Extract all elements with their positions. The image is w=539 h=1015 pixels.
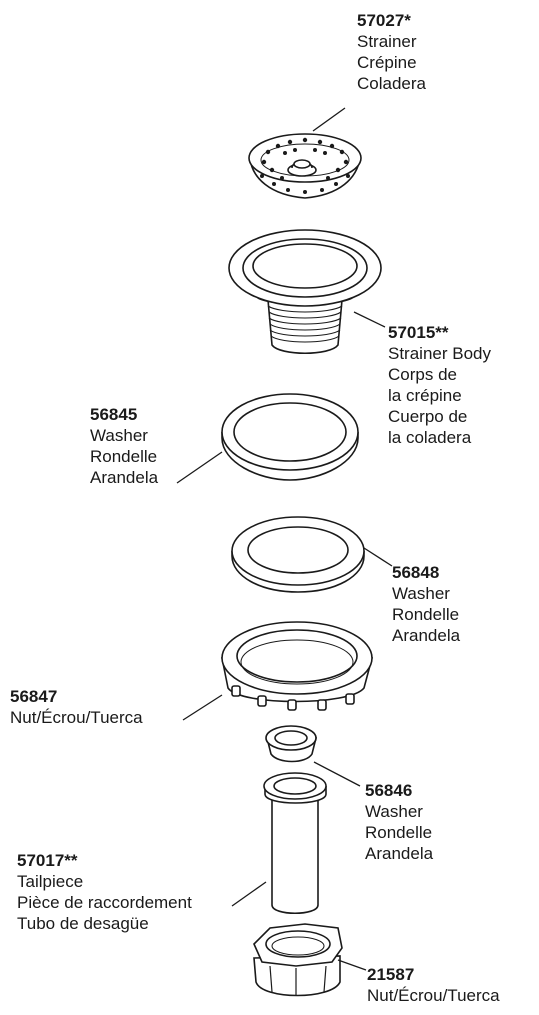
part-name-en: Strainer [357, 32, 417, 51]
strainer-body-illustration [228, 229, 382, 354]
part-name-en: Tailpiece [17, 872, 84, 891]
part-name-fr: Corps de [388, 365, 457, 384]
part-name-fr: Rondelle [392, 605, 460, 624]
washer-56845-illustration [221, 393, 359, 481]
part-name-es: Coladera [357, 74, 426, 93]
part-name-en: Strainer Body [388, 344, 491, 363]
leader-57027 [312, 107, 346, 132]
label-56845: 56845 Washer Rondelle Arandela [90, 404, 158, 488]
leader-56845 [176, 451, 223, 484]
part-number: 57015** [388, 323, 449, 342]
part-number: 21587 [367, 965, 415, 984]
leader-56846 [313, 761, 361, 787]
nut-56847-illustration [221, 621, 374, 711]
part-name-es: Cuerpo de [388, 407, 468, 426]
strainer-basket-illustration [248, 133, 362, 199]
leader-56847 [182, 694, 223, 721]
part-name-es: Tubo de desagüe [17, 914, 149, 933]
part-number: 56847 [10, 687, 58, 706]
part-name-es: la coladera [388, 428, 472, 447]
leader-57017 [231, 881, 267, 907]
label-56847: 56847 Nut/Écrou/Tuerca [10, 686, 143, 728]
label-57027: 57027* Strainer Crépine Coladera [357, 10, 426, 94]
part-name-fr: Pièce de raccordement [17, 893, 192, 912]
tailpiece-illustration [263, 772, 327, 914]
label-57015: 57015** Strainer Body Corps de la crépin… [388, 322, 491, 448]
part-name-es: Arandela [90, 468, 159, 487]
part-name-en: Washer [90, 426, 148, 445]
part-number: 56845 [90, 405, 138, 424]
part-name-fr: Rondelle [90, 447, 158, 466]
leader-21587 [337, 959, 367, 971]
part-name-multilang: Nut/Écrou/Tuerca [10, 708, 143, 727]
part-name-fr: Rondelle [365, 823, 433, 842]
part-name-es: Arandela [365, 844, 434, 863]
part-number: 57027* [357, 11, 411, 30]
label-57017: 57017** Tailpiece Pièce de raccordement … [17, 850, 192, 934]
part-name-en: Washer [365, 802, 423, 821]
part-number: 57017** [17, 851, 78, 870]
label-56846: 56846 Washer Rondelle Arandela [365, 780, 433, 864]
leader-56848 [363, 547, 393, 567]
part-name-fr: Crépine [357, 53, 417, 72]
part-number: 56846 [365, 781, 413, 800]
label-56848: 56848 Washer Rondelle Arandela [392, 562, 460, 646]
leader-57015 [353, 311, 386, 328]
part-name-multilang: Nut/Écrou/Tuerca [367, 986, 500, 1005]
nut-21587-illustration [253, 923, 343, 997]
washer-56846-illustration [265, 725, 318, 763]
part-name-fr: la crépine [388, 386, 462, 405]
label-21587: 21587 Nut/Écrou/Tuerca [367, 964, 500, 1006]
part-name-es: Arandela [392, 626, 461, 645]
part-number: 56848 [392, 563, 440, 582]
part-name-en: Washer [392, 584, 450, 603]
washer-56848-illustration [231, 516, 365, 593]
